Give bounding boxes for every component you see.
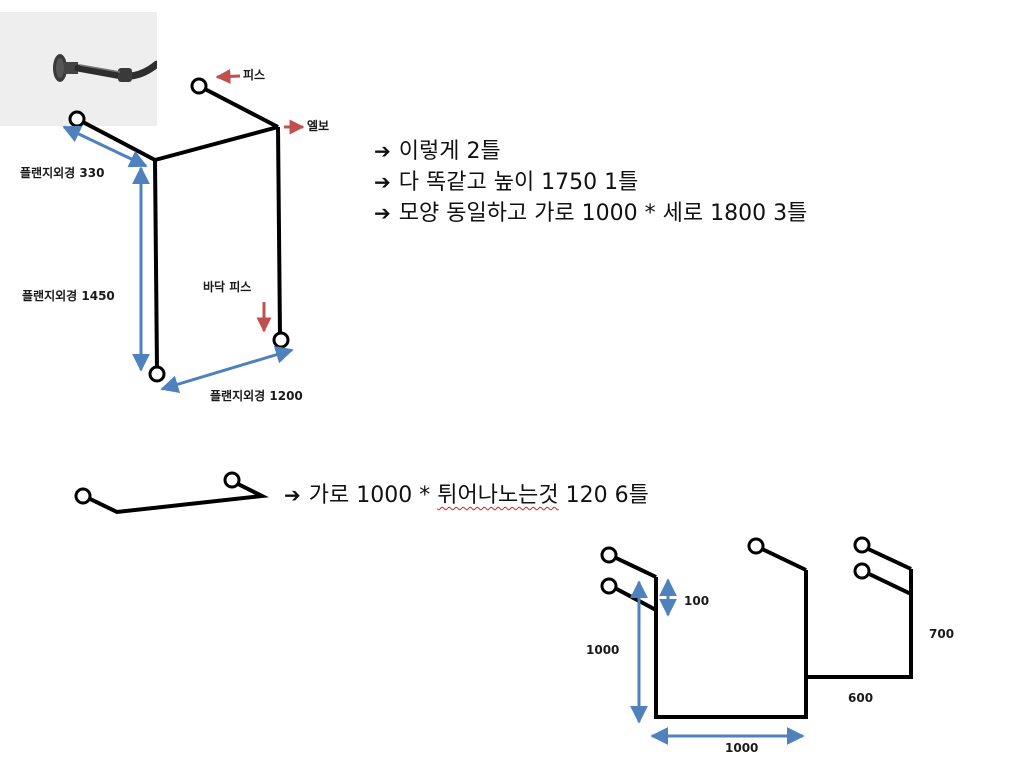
flange-circle-bottom-left [148,365,166,383]
flange-circle-top [190,77,208,95]
arrow-right-icon: ➔ [374,139,391,163]
note-line-1-text: 이렇게 2틀 [398,139,501,164]
frame-top-beam [154,125,279,162]
dim-arrow-1200 [160,346,294,393]
dim-arrow-330 [62,125,148,168]
pipe-flange-photo [0,12,157,126]
label-floor-piece: 바닥 피스 [203,280,252,294]
callout-arrow-piece [215,68,241,84]
arrow-right-icon: ➔ [374,170,391,194]
flange-circle-bottom-right [272,331,290,349]
bracket-note-text-after: 120 6틀 [558,483,649,508]
note-line-2: ➔ 다 똑같고 높이 1750 1틀 [374,167,638,198]
note-line-3: ➔ 모양 동일하고 가로 1000 * 세로 1800 3틀 [374,198,807,229]
label-dim-100: 100 [684,594,710,608]
bracket-note-misspelled: 튀어나노는것 [437,483,559,508]
label-dim-700: 700 [929,627,955,641]
arrow-right-icon: ➔ [374,201,391,225]
note-line-2-text: 다 똑같고 높이 1750 1틀 [398,170,639,195]
bracket-flange-left [74,487,92,505]
note-line-1: ➔ 이렇게 2틀 [374,136,501,167]
label-flange-1450: 플랜지외경 1450 [22,289,115,303]
bracket-flange-right [223,471,241,489]
label-flange-1200: 플랜지외경 1200 [210,389,303,403]
label-piece-top: 피스 [243,68,266,82]
frame-left-post [153,159,159,371]
shelf-flange-5 [853,562,871,580]
flange-circle-left-top [68,110,86,128]
bracket-note-text-before: 가로 1000 * [308,483,438,508]
label-flange-330: 플랜지외경 330 [20,166,105,180]
shelf-flange-1 [600,546,618,564]
arrow-right-icon: ➔ [284,483,301,507]
shelf-flange-4 [853,536,871,554]
frame-right-arm [198,84,279,129]
label-dim-600: 600 [848,691,874,705]
wall-bracket [83,480,269,515]
note-line-3-text: 모양 동일하고 가로 1000 * 세로 1800 3틀 [398,201,808,226]
bracket-note: ➔ 가로 1000 * 튀어나노는것 120 6틀 [284,480,649,511]
frame-structure [78,84,282,371]
shelf-flange-3 [747,537,765,555]
frame-right-post [276,126,282,337]
label-elbow: 엘보 [307,119,330,133]
shelf-flange-2 [600,577,618,595]
label-dim-1000-vertical: 1000 [586,643,620,657]
label-dim-1000-horizontal: 1000 [725,741,759,755]
